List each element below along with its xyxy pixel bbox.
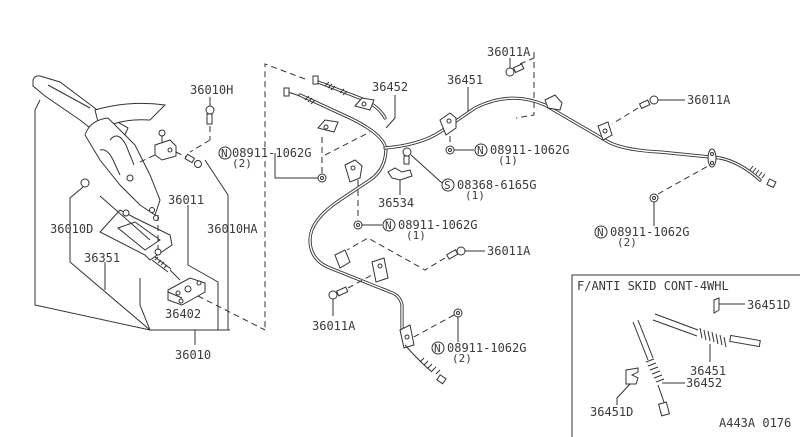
inset-title: F/ANTI SKID CONT-4WHL [577,279,729,293]
screw-center-prefix: S [444,179,451,192]
nut-bottom: N 08911-1062G (2) [411,308,526,365]
bolt-36011A-top: 36011A [487,45,531,77]
label-36011: 36011 [168,193,204,207]
nut-bottom-prefix: N [434,342,441,355]
label-36402: 36402 [165,307,201,321]
label-36010: 36010 [175,348,211,362]
screw-center-qty: (1) [465,189,485,202]
lh-cable-brackets [334,159,389,283]
label-36011A-right: 36011A [687,93,731,107]
reference-code: A443A 0176 [719,416,791,430]
label-36011A-lower: 36011A [312,319,356,333]
bolt-36011A-lower: 36011A [312,274,373,333]
bolt-36011A-mid: 36011A [346,237,531,271]
screw-36010HA [175,151,202,168]
lever-bolt-36010H [189,105,215,153]
nut-left-qty: (2) [232,157,252,170]
nut-center-prefix: N [477,144,484,157]
label-36452: 36452 [372,80,408,94]
inset-label-clip-bottom: 36451D [590,405,633,419]
rear-cable-rh [383,94,777,189]
inset-label-clip-top: 36451D [747,298,790,312]
label-36534: 36534 [378,196,414,210]
front-cable-guide [80,178,173,261]
inset-label-cable-rh: 36451 [690,364,726,378]
label-36011A-mid: 36011A [487,244,531,258]
inset-box: F/ANTI SKID CONT-4WHL 36451D 36451 36452… [571,274,800,437]
nut-bottom-qty: (2) [452,352,472,365]
nut-left-prefix: N [221,147,228,160]
bracket-block [154,129,177,161]
nut-mid: N 08911-1062G (1) [353,180,477,242]
equalizer [167,277,266,331]
nut-center: N 08911-1062G (1) [445,136,569,167]
screw-center-part: 08368-6165G [457,178,536,192]
label-36010H: 36010H [190,83,233,97]
label-36010D: 36010D [50,222,93,236]
nut-left-part: 08911-1062G [232,146,311,160]
hand-brake-lever [32,75,167,221]
bolt-36011A-right: 36011A [611,93,731,125]
nut-bottom-part: 08911-1062G [447,341,526,355]
nut-mid-prefix: N [385,219,392,232]
fastener-nut-left-label: N 08911-1062G (2) [218,146,311,170]
label-36351: 36351 [84,251,120,265]
front-cable-spring [151,256,181,281]
label-36010HA: 36010HA [207,222,258,236]
nut-right-qty: (2) [617,236,637,249]
clamp-36534: 36534 [378,167,414,210]
nut-center-qty: (1) [498,154,518,167]
nut-left [274,131,371,183]
nut-mid-part: 08911-1062G [398,218,477,232]
nut-mid-qty: (1) [406,229,426,242]
nut-right-part: 08911-1062G [610,225,689,239]
nut-center-part: 08911-1062G [490,143,569,157]
nut-right: N 08911-1062G (2) [594,165,709,249]
rear-cable-lh-upper-end [312,75,387,120]
label-36011A-top: 36011A [487,45,531,59]
nut-right-prefix: N [597,226,604,239]
label-36451: 36451 [447,73,483,87]
inset-label-cable-lh: 36452 [686,376,722,390]
screw-center: S 08368-6165G (1) [402,147,536,202]
